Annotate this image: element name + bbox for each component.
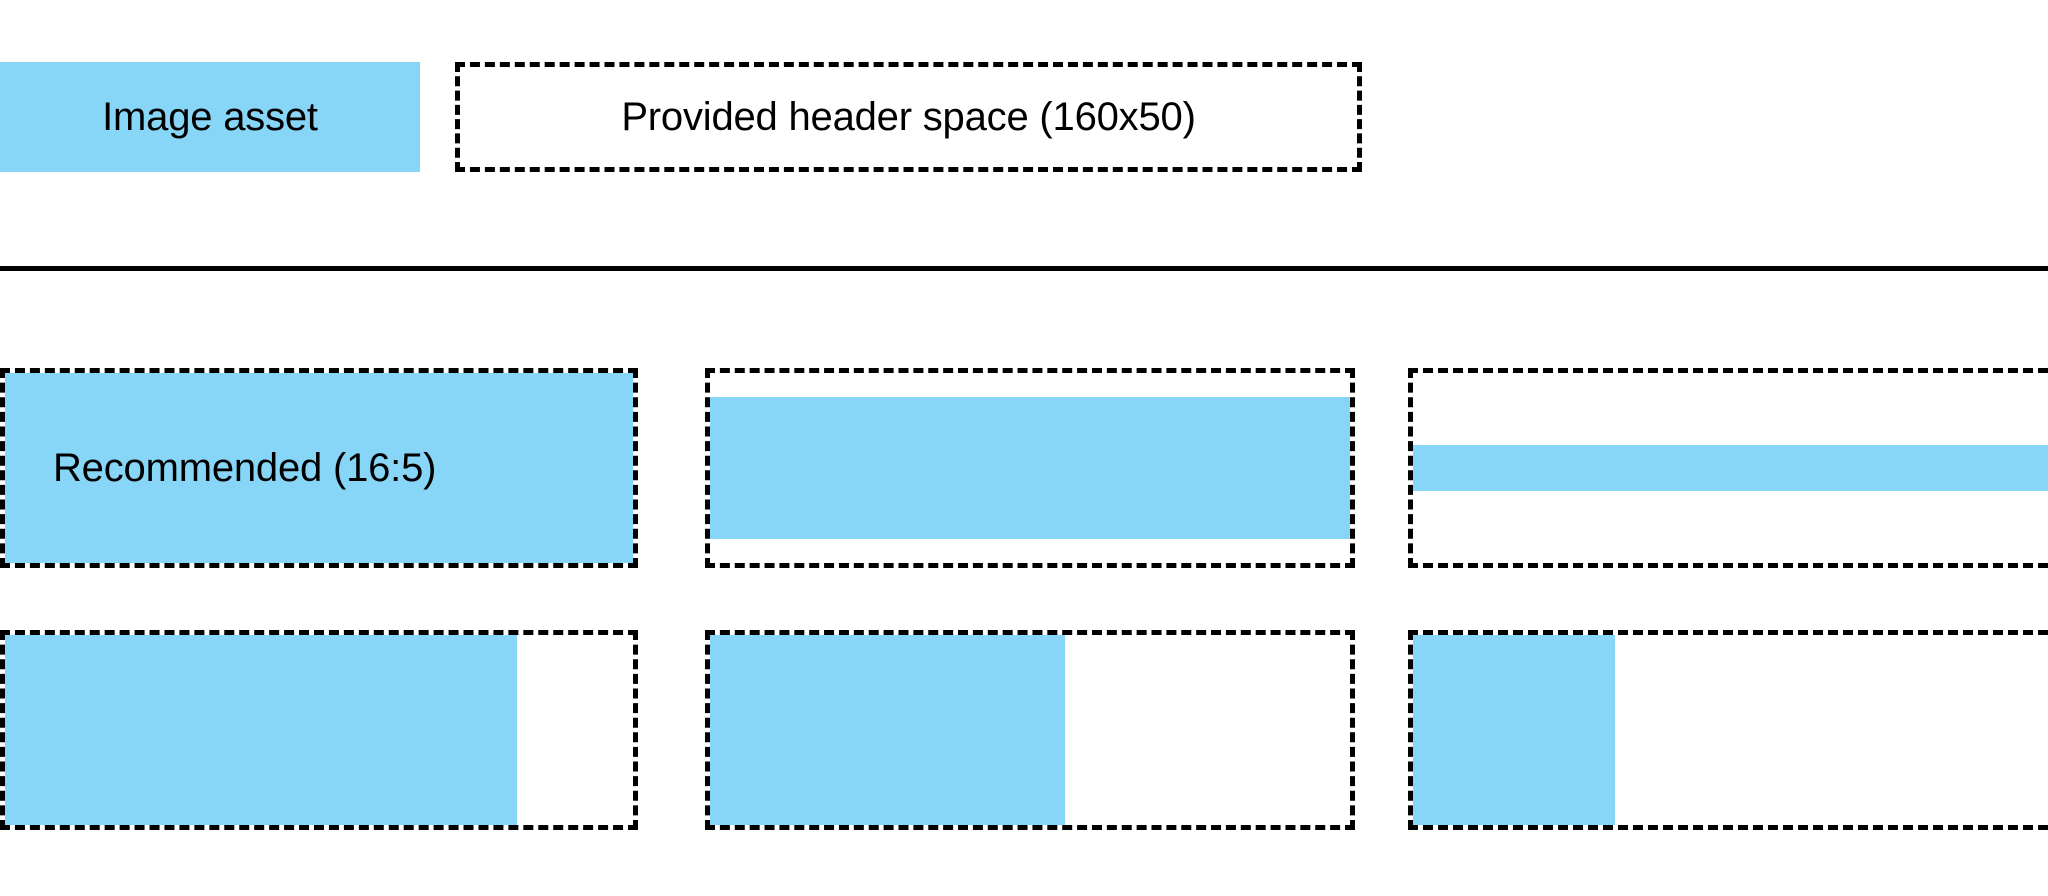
section-divider (0, 266, 2048, 271)
asset-fill (1413, 445, 2048, 491)
cell-vertical-band (1408, 368, 2048, 568)
provided-header-space-label: Provided header space (160x50) (621, 95, 1196, 139)
header-band: Image asset Provided header space (160x5… (0, 0, 2048, 271)
asset-fill (5, 373, 633, 563)
cell-vertical-inset (705, 368, 1355, 568)
horizontal-fit-row (0, 630, 2048, 830)
asset-fill (5, 635, 517, 825)
cell-wide-fill (0, 630, 638, 830)
asset-fill (710, 397, 1350, 539)
asset-fill (1413, 635, 1615, 825)
recommended-ratio-label: Recommended (16:5) (53, 446, 437, 490)
cell-medium-fill (705, 630, 1355, 830)
vertical-fit-row: Recommended (16:5) (0, 368, 2048, 568)
cell-recommended: Recommended (16:5) (0, 368, 638, 568)
provided-header-space-box: Provided header space (160x50) (455, 62, 1362, 172)
image-asset-label: Image asset (102, 95, 318, 139)
asset-fill (710, 635, 1065, 825)
cell-narrow-fill (1408, 630, 2048, 830)
image-asset-swatch: Image asset (0, 62, 420, 172)
